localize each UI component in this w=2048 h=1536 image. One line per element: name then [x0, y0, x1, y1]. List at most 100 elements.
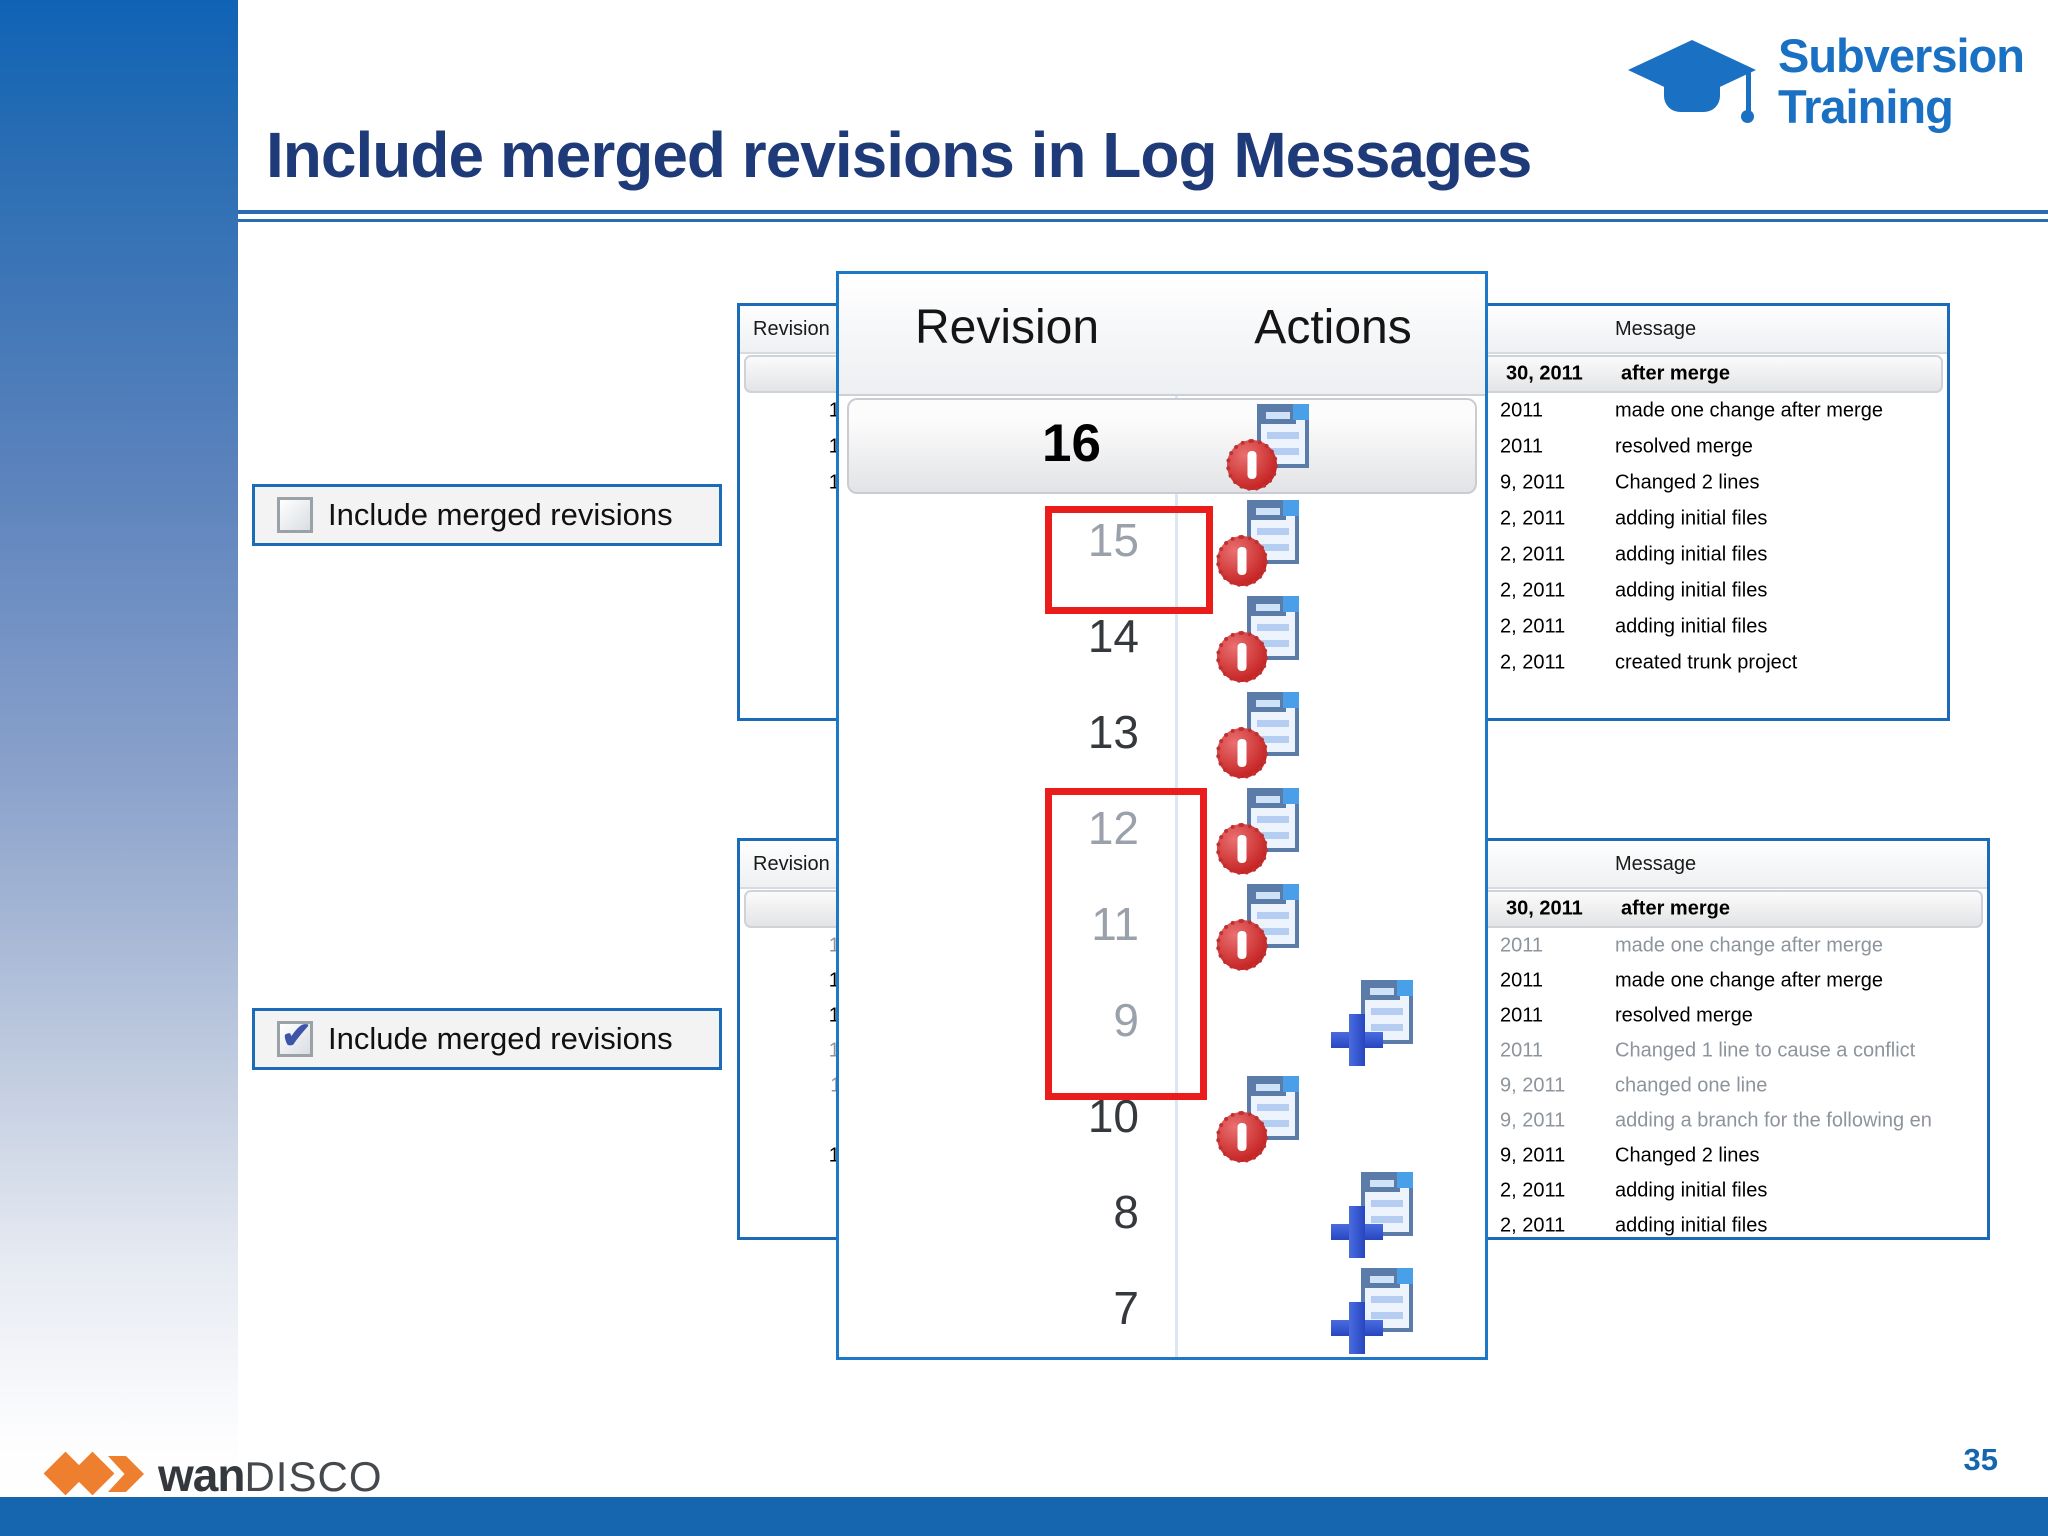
include-merged-revisions-checkbox[interactable] [277, 497, 313, 533]
message-cell: after merge [1621, 897, 1730, 920]
zoom-log-row[interactable]: 10 [839, 1070, 1485, 1166]
date-cell: 9, 2011 [1500, 1074, 1566, 1096]
date-cell: 2, 2011 [1500, 579, 1566, 602]
message-cell: changed one line [1615, 1074, 1768, 1096]
date-cell: 2, 2011 [1500, 543, 1566, 566]
include-merged-revisions-panel-unchecked: Include merged revisions [252, 484, 722, 546]
date-cell: 9, 2011 [1500, 1109, 1566, 1131]
log-row[interactable]: 15 2011 made one change after merge [740, 928, 1987, 963]
revision-cell: 9 [740, 1109, 851, 1132]
include-merged-revisions-checkbox[interactable]: ✔ [277, 1015, 313, 1057]
modified-revision-icon [1226, 402, 1315, 491]
zoom-panel-header: Revision Actions [839, 274, 1485, 396]
column-header-revision[interactable]: Revision [914, 301, 1100, 354]
revision-cell: 15 [740, 934, 851, 957]
revision-number: 16 [1042, 414, 1101, 474]
revision-cell: 14 [740, 400, 851, 423]
message-cell: adding initial files [1615, 507, 1768, 530]
revision-cell: 13 [740, 436, 851, 459]
column-header-message[interactable]: Message [1615, 853, 1697, 875]
message-cell: made one change after merge [1615, 934, 1883, 956]
message-cell: adding initial files [1615, 579, 1768, 602]
zoom-log-row[interactable]: 16 [847, 398, 1477, 494]
revision-number: 12 [1087, 801, 1139, 854]
subversion-training-logo: Subversion Training [1628, 30, 2038, 152]
date-cell: 2011 [1500, 1004, 1544, 1026]
zoom-log-row[interactable]: 15 [839, 494, 1485, 590]
added-revision-icon [1331, 1170, 1419, 1258]
revision-number: 14 [1087, 609, 1139, 662]
date-cell: 2, 2011 [1500, 651, 1566, 674]
date-cell: 30, 2011 [1506, 897, 1583, 920]
date-cell: 2011 [1500, 1039, 1544, 1061]
log-row[interactable]: 2, 2011 adding initial files [740, 573, 1947, 609]
revision-cell: 12 [740, 1039, 851, 1062]
zoom-log-row[interactable]: 14 [839, 590, 1485, 686]
log-row[interactable]: 7 2, 2011 adding initial files [740, 1208, 1987, 1237]
revision-cell: 11 [740, 1074, 851, 1097]
modified-revision-icon [1216, 498, 1305, 587]
page-title: Include merged revisions in Log Messages [266, 119, 1532, 191]
revision-number: 9 [1113, 993, 1139, 1046]
date-cell: 2, 2011 [1500, 615, 1566, 638]
message-cell: adding initial files [1615, 1179, 1768, 1201]
log-row[interactable]: 2, 2011 adding initial files [740, 537, 1947, 573]
date-cell: 9, 2011 [1500, 471, 1566, 494]
title-rule [238, 210, 2048, 222]
checkbox-label: Include merged revisions [328, 1021, 673, 1056]
revision-number: 15 [1087, 513, 1139, 566]
wandisco-disco-text: DISCO [244, 1453, 383, 1500]
log-row[interactable]: 142011made one change after merge [740, 393, 1947, 429]
column-header-message[interactable]: Message [1615, 318, 1697, 340]
zoom-log-row[interactable]: 12 [839, 782, 1485, 878]
message-cell: adding initial files [1615, 543, 1768, 566]
message-cell: adding initial files [1615, 1214, 1768, 1236]
revision-cell: 13 [740, 1004, 851, 1027]
zoom-log-row[interactable]: 8 [839, 1166, 1485, 1262]
column-divider [1175, 274, 1178, 1357]
column-header-revision[interactable]: Revision [753, 318, 830, 340]
date-cell: 2, 2011 [1500, 1179, 1566, 1201]
revision-cell: 7 [740, 1214, 851, 1237]
log-row[interactable]: 2, 2011 created trunk project [740, 645, 1947, 681]
logo-line-2: Training [1778, 80, 1954, 133]
zoom-log-row[interactable]: 7 [839, 1262, 1485, 1357]
revision-number: 11 [1091, 897, 1139, 950]
modified-revision-icon [1216, 786, 1305, 875]
zoomed-log-panel: Revision Actions 16 15 14 13 12 11 9 10 8 7 [836, 271, 1488, 1360]
wandisco-wan-text: wan [158, 1449, 245, 1501]
column-header-revision[interactable]: Revision [753, 853, 830, 875]
revision-cell: 14 [740, 969, 851, 992]
message-cell: resolved merge [1615, 435, 1753, 458]
zoom-log-row[interactable]: 11 [839, 878, 1485, 974]
column-header-actions[interactable]: Actions [1254, 301, 1412, 354]
date-cell: 2, 2011 [1500, 1214, 1566, 1236]
date-cell: 9, 2011 [1500, 1144, 1566, 1166]
added-revision-icon [1331, 1266, 1419, 1354]
page-number: 35 [1963, 1442, 1998, 1477]
log-row[interactable]: 9 9, 2011 adding a branch for the followin… [740, 1103, 1987, 1138]
logo-line-1: Subversion [1778, 29, 2025, 82]
message-cell: Changed 1 line to cause a conflict [1615, 1039, 1916, 1061]
message-cell: after merge [1621, 362, 1730, 385]
zoom-log-row[interactable]: 9 [839, 974, 1485, 1070]
red-highlight-box-revision-15 [1045, 506, 1213, 614]
message-cell: created trunk project [1615, 651, 1798, 674]
date-cell: 2011 [1500, 399, 1544, 422]
revision-number: 8 [1113, 1185, 1139, 1238]
wandisco-chevrons-icon [43, 1448, 158, 1500]
date-cell: 2011 [1500, 934, 1544, 956]
message-cell: made one change after merge [1615, 969, 1883, 991]
message-cell: Changed 2 lines [1615, 471, 1760, 494]
message-cell: adding a branch for the following en [1615, 1109, 1932, 1131]
added-revision-icon [1331, 978, 1419, 1066]
message-cell: Changed 2 lines [1615, 1144, 1760, 1166]
zoom-log-row[interactable]: 13 [839, 686, 1485, 782]
zoom-rows: 16 15 14 13 12 11 9 10 8 7 [839, 398, 1485, 1357]
date-cell: 2011 [1500, 435, 1544, 458]
